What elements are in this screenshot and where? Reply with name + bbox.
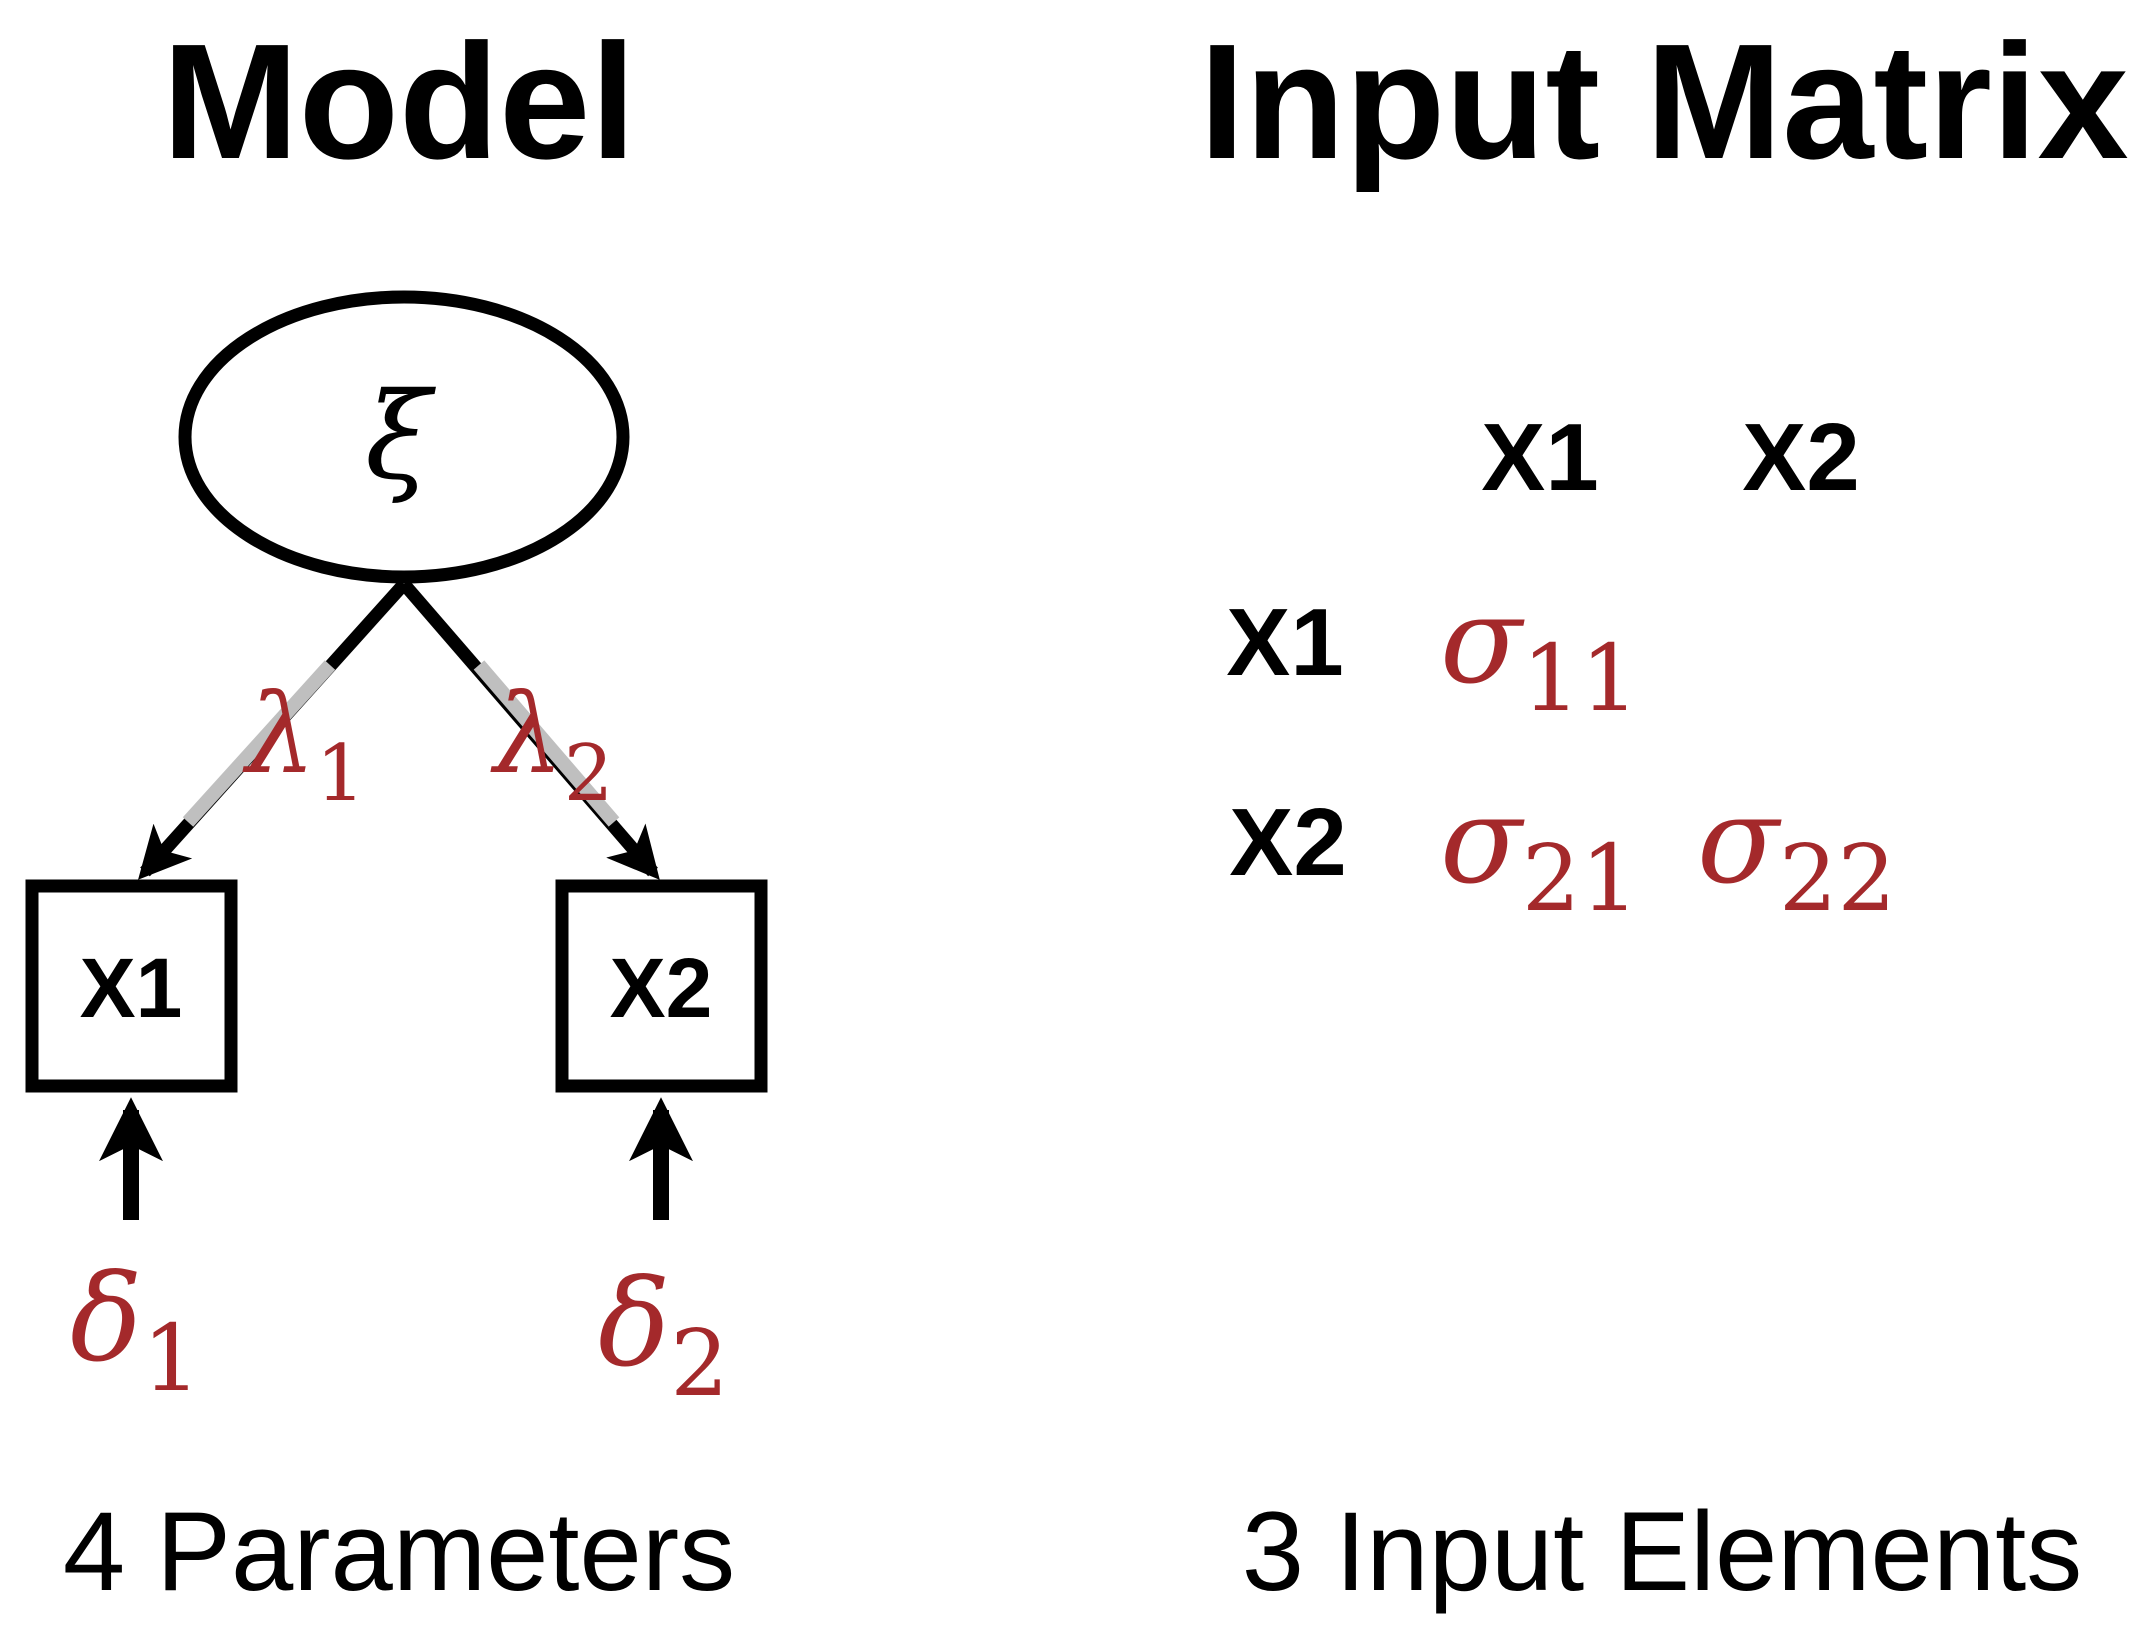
indicator-label-x2: X2 <box>610 941 713 1035</box>
loading-path-2: λ2 <box>399 579 660 880</box>
error-label-2: δ2 <box>598 1255 729 1417</box>
loading-label-2: λ2 <box>490 670 613 819</box>
matrix-row-header-x1: X1 <box>1226 589 1343 696</box>
latent-ellipse <box>178 290 630 584</box>
matrix-cell-sigma22: σ22 <box>1697 772 1896 932</box>
matrix-row-header-x2: X2 <box>1229 789 1346 896</box>
indicator-x1: X1 <box>25 879 238 1093</box>
error-label-1: δ1 <box>70 1250 201 1412</box>
matrix-title: Input Matrix <box>1199 10 2128 193</box>
matrix-cell-sigma11: σ11 <box>1440 572 1639 732</box>
loading-path-1: λ1 <box>138 579 409 880</box>
indicator-label-x1: X1 <box>80 941 183 1035</box>
matrix-cell-sigma21: σ21 <box>1440 772 1639 932</box>
model-title: Model <box>162 10 636 193</box>
loading-highlight-1 <box>182 660 336 827</box>
loading-label-1: λ1 <box>242 670 365 819</box>
model-caption: 4 Parameters <box>63 1489 735 1614</box>
matrix-caption: 3 Input Elements <box>1242 1489 2083 1614</box>
latent-symbol: ξ <box>365 368 436 507</box>
indicator-box-x2 <box>555 879 768 1093</box>
matrix-col-header-x2: X2 <box>1742 404 1859 511</box>
indicator-x2: X2 <box>555 879 768 1093</box>
loading-highlight-2 <box>473 660 620 827</box>
matrix-col-header-x1: X1 <box>1481 404 1598 511</box>
latent-factor: ξ <box>178 290 630 584</box>
indicator-box-x1 <box>25 879 238 1093</box>
